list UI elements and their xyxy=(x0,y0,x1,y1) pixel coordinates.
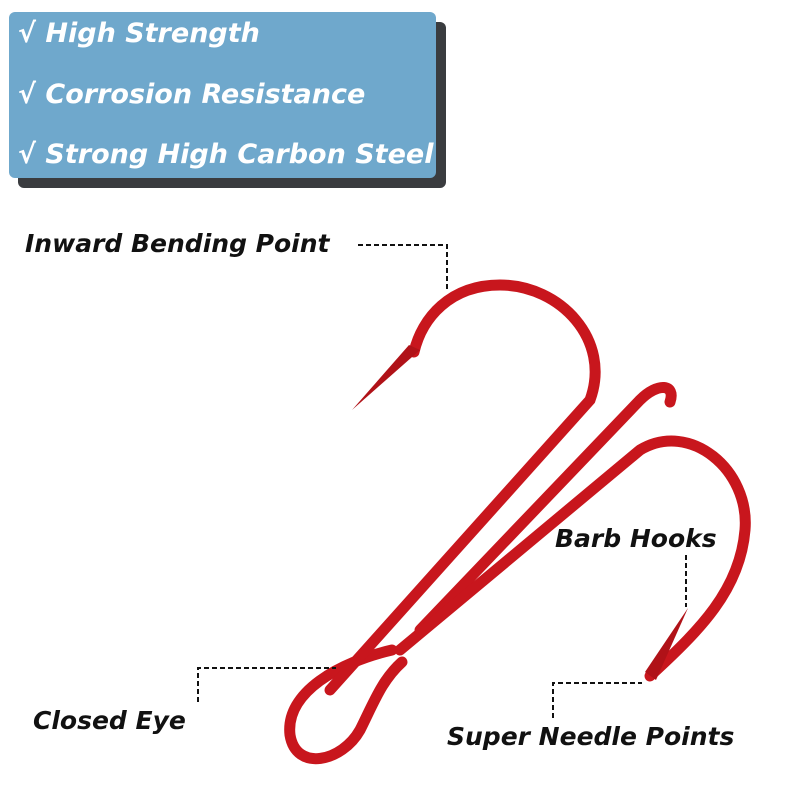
front-hook xyxy=(324,279,601,696)
label-barb-hooks: Barb Hooks xyxy=(555,524,717,553)
label-closed-eye: Closed Eye xyxy=(33,706,186,735)
feature-panel xyxy=(9,12,436,178)
leader-inward-bending xyxy=(358,244,448,292)
leader-lines xyxy=(197,244,687,718)
back-hook xyxy=(414,382,677,636)
label-inward-bending-point: Inward Bending Point xyxy=(25,229,330,258)
leader-closed-eye xyxy=(197,667,336,702)
feature-high-strength: √ High Strength xyxy=(18,18,260,49)
feature-carbon-steel: √ Strong High Carbon Steel xyxy=(18,139,434,170)
label-super-needle-points: Super Needle Points xyxy=(447,722,735,751)
right-hook-point xyxy=(645,608,688,680)
right-hook xyxy=(394,435,751,682)
feature-corrosion-resistance: √ Corrosion Resistance xyxy=(18,79,366,110)
leader-needle-points xyxy=(552,682,642,718)
eye-loop xyxy=(284,644,408,765)
front-hook-point xyxy=(352,345,420,410)
